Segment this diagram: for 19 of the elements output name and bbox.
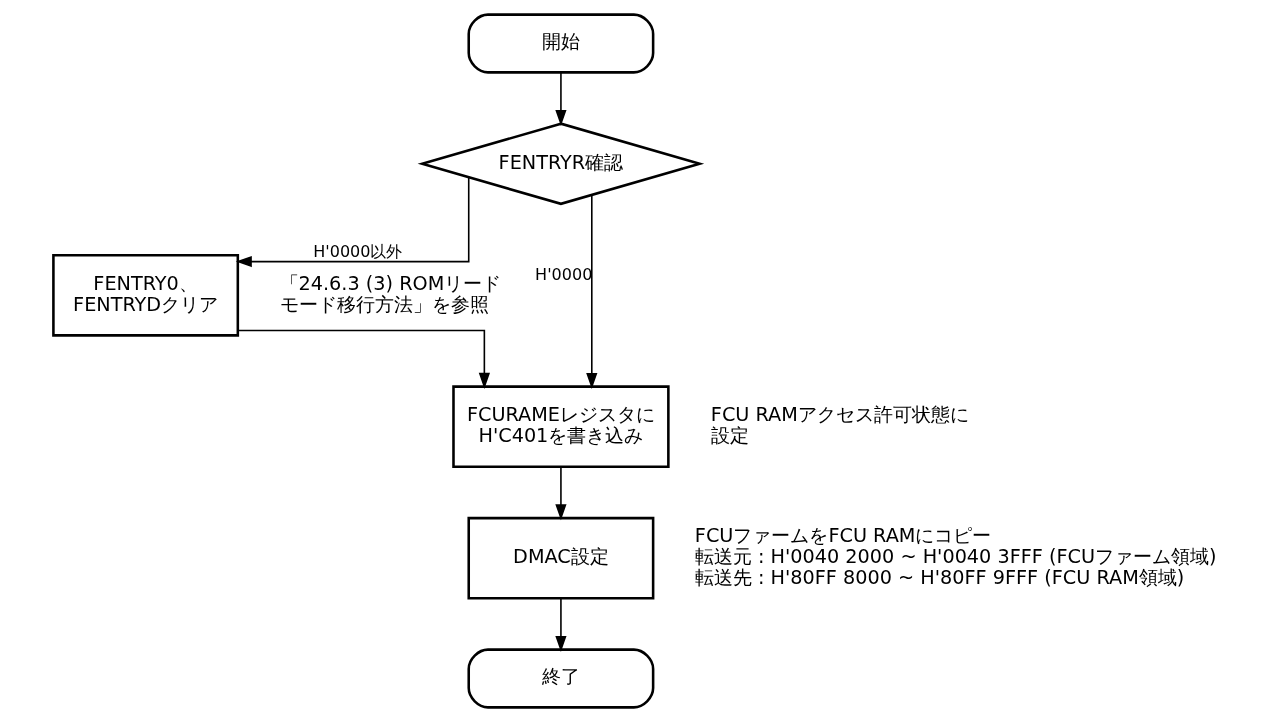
edge-label: H'0000 xyxy=(535,264,593,284)
node-label: FCU RAMアクセス許可状態に設定 xyxy=(710,403,969,448)
node-label: 転送元 : H'0040 2000 ~ H'0040 3FFF (FCUファーム領域) xyxy=(694,545,1217,569)
node-box: 終了 xyxy=(467,648,655,709)
arrow xyxy=(235,176,470,268)
node-label: FCUファームをFCU RAMにコピー xyxy=(694,524,992,548)
node-diamond: FENTRYR確認 xyxy=(417,122,705,206)
arrow xyxy=(555,598,567,653)
arrow xyxy=(555,71,567,126)
arrow xyxy=(586,194,598,389)
node-box: FCURAMEレジスタにH'C401を書き込み xyxy=(452,385,670,469)
node-label: 転送先 : H'80FF 8000 ~ H'80FF 9FFF (FCU RAM領域) xyxy=(694,566,1185,590)
edge-label: H'0000以外 xyxy=(313,241,403,261)
node-box: FENTRY0、FENTRYDクリア xyxy=(52,253,240,337)
node-box: DMAC設定 xyxy=(467,516,655,600)
node-label: 「24.6.3 (3) ROMリードモード移行方法」を参照 xyxy=(279,271,502,316)
node-box: 開始 xyxy=(467,13,655,74)
arrow xyxy=(237,329,490,389)
arrow xyxy=(555,466,567,521)
